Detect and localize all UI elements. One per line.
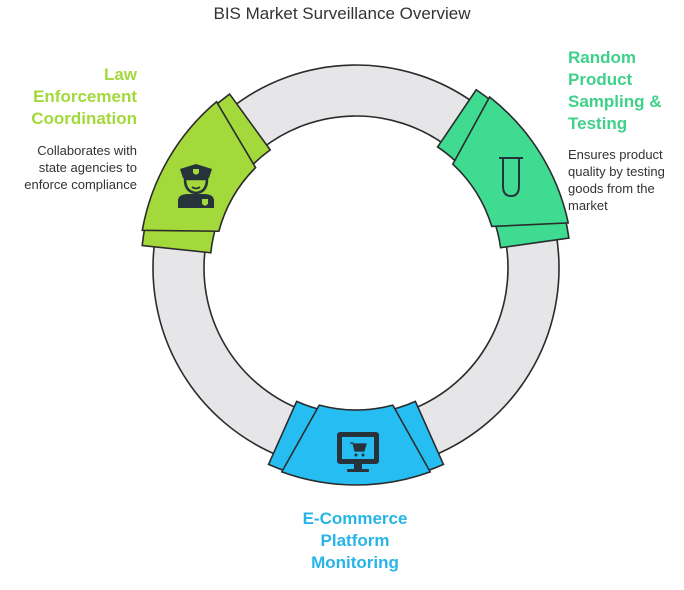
- computer-shopping-cart-icon: [337, 432, 379, 472]
- law-enforcement-heading: Law Enforcement Coordination: [31, 64, 137, 130]
- description-line: Ensures product: [568, 147, 663, 162]
- random-sampling-heading: Random Product Sampling & Testing: [568, 47, 662, 135]
- description-line: state agencies to: [38, 160, 137, 175]
- heading-line: Enforcement: [33, 87, 137, 106]
- heading-line: Law: [103, 65, 137, 84]
- heading-line: Platform: [320, 531, 390, 550]
- heading-line: Sampling &: [568, 92, 662, 111]
- description-line: quality by testing: [568, 164, 665, 179]
- ring-segment: [229, 64, 477, 150]
- description-line: Collaborates with: [37, 143, 137, 158]
- heading-line: Monitoring: [311, 553, 399, 572]
- heading-line: Random: [568, 48, 636, 67]
- police-officer-icon: [178, 164, 214, 208]
- random-sampling-description: Ensures product quality by testing goods…: [568, 146, 665, 214]
- sampling-band-front: [451, 95, 570, 228]
- step-icons: [178, 157, 523, 472]
- heading-line: E-Commerce: [302, 509, 408, 528]
- step-bands: [141, 88, 570, 486]
- description-line: enforce compliance: [24, 177, 137, 192]
- ring: [152, 64, 560, 458]
- ring-segment: [152, 238, 301, 458]
- heading-line: Testing: [568, 114, 628, 133]
- ecommerce-heading: E-Commerce Platform Monitoring: [255, 508, 455, 574]
- heading-line: Product: [568, 70, 633, 89]
- heading-line: Coordination: [31, 109, 137, 128]
- description-line: market: [568, 198, 608, 213]
- description-line: goods from the: [568, 181, 655, 196]
- diagram-title: BIS Market Surveillance Overview: [213, 4, 471, 23]
- ring-segment: [411, 231, 560, 458]
- law-enforcement-description: Collaborates with state agencies to enfo…: [24, 142, 137, 193]
- test-tube-icon: [499, 157, 523, 198]
